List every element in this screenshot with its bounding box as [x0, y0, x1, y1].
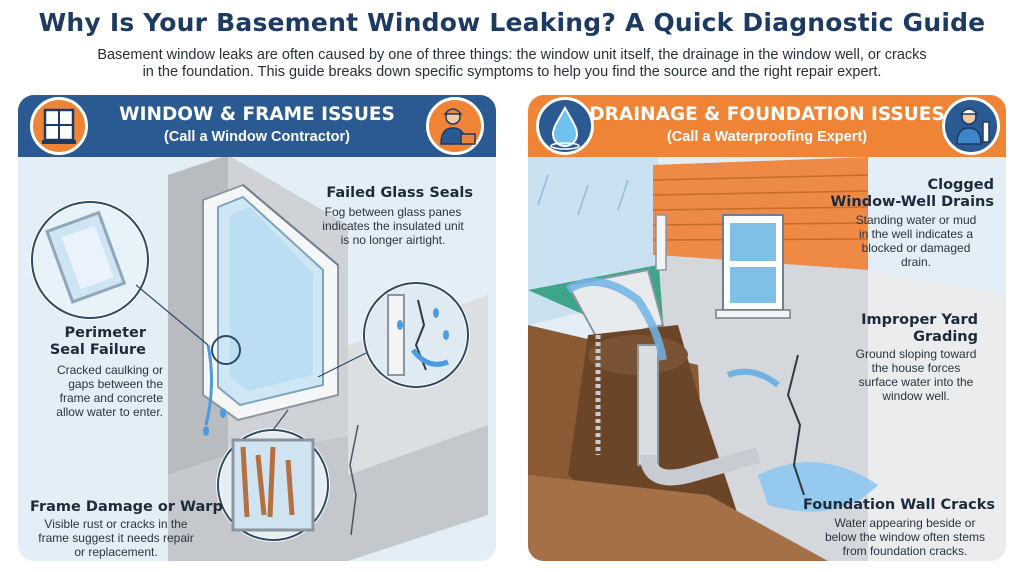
callout-body-line: surface water into the — [858, 375, 974, 389]
frame-damage-title: Frame Damage or Warp — [30, 499, 223, 515]
callout-title-line: Window-Well Drains — [830, 194, 994, 210]
foundation-cracks-title: Foundation Wall Cracks — [802, 497, 995, 513]
callout-body-line: frame and concrete — [59, 391, 163, 405]
yard-grading-body: Ground sloping toward the house forces s… — [846, 347, 986, 403]
callout-body-line: is no longer airtight. — [340, 233, 446, 247]
perimeter-seal-failure-title: Perimeter Seal Failure — [28, 325, 146, 359]
intro-line-1: Basement window leaks are often caused b… — [97, 47, 927, 63]
drainage-issues-banner: DRAINAGE & FOUNDATION ISSUES (Call a Wat… — [528, 95, 1006, 157]
callout-body-line: or replacement. — [74, 545, 158, 559]
callout-body-line: allow water to enter. — [56, 405, 163, 419]
callout-body-line: Water appearing beside or — [834, 516, 976, 530]
failed-glass-seals-body: Fog between glass panes indicates the in… — [318, 205, 468, 247]
window-well-cutaway-illustration — [528, 157, 1006, 561]
drainage-issues-subheading: (Call a Waterproofing Expert) — [666, 129, 868, 145]
callout-body-line: Cracked caulking or — [56, 363, 163, 377]
contractor-icon — [426, 97, 484, 155]
waterproofing-expert-icon — [942, 97, 1000, 155]
foundation-cracks-body: Water appearing beside or below the wind… — [814, 516, 996, 558]
callout-body-line: Standing water or mud — [855, 213, 977, 227]
callout-body-line: Ground sloping toward — [855, 347, 977, 361]
window-icon — [30, 97, 88, 155]
callout-title-line: Seal Failure — [49, 342, 146, 358]
callout-body-line: Visible rust or cracks in the — [44, 517, 188, 531]
intro-text: Basement window leaks are often caused b… — [60, 47, 964, 81]
frame-damage-body: Visible rust or cracks in the frame sugg… — [30, 517, 202, 559]
window-issues-subheading: (Call a Window Contractor) — [164, 129, 350, 145]
callout-body-line: window well. — [882, 389, 950, 403]
callout-body-line: in the well indicates a — [858, 227, 974, 241]
drainage-issues-heading: DRAINAGE & FOUNDATION ISSUES — [589, 104, 945, 125]
window-issues-heading: WINDOW & FRAME ISSUES — [119, 104, 395, 125]
page-title: Why Is Your Basement Window Leaking? A Q… — [38, 8, 986, 37]
failed-glass-seals-title: Failed Glass Seals — [326, 185, 473, 201]
callout-title-line: Clogged — [927, 177, 994, 193]
intro-line-2: in the foundation. This guide breaks dow… — [142, 64, 882, 80]
callout-body-line: blocked or damaged — [861, 241, 971, 255]
callout-title-line: Improper Yard — [861, 312, 978, 328]
callout-body-line: the house forces — [871, 361, 961, 375]
callout-body-line: Fog between glass panes — [324, 205, 462, 219]
yard-grading-title: Improper Yard Grading — [838, 312, 978, 346]
callout-body-line: from foundation cracks. — [842, 544, 968, 558]
window-frame-panel: WINDOW & FRAME ISSUES (Call a Window Con… — [18, 95, 496, 561]
drainage-foundation-panel: DRAINAGE & FOUNDATION ISSUES (Call a Wat… — [528, 95, 1006, 561]
callout-body-line: gaps between the — [68, 377, 163, 391]
callout-body-line: indicates the insulated unit — [322, 219, 464, 233]
window-issues-banner: WINDOW & FRAME ISSUES (Call a Window Con… — [18, 95, 496, 157]
callout-body-line: below the window often stems — [824, 530, 986, 544]
clogged-drains-title: Clogged Window-Well Drains — [798, 177, 994, 211]
clogged-drains-body: Standing water or mud in the well indica… — [846, 213, 986, 269]
perimeter-seal-failure-body: Cracked caulking or gaps between the fra… — [28, 363, 163, 419]
callout-body-line: frame suggest it needs repair — [38, 531, 194, 545]
callout-title-line: Grading — [913, 329, 978, 345]
water-drop-icon — [536, 97, 594, 155]
callout-title-line: Perimeter — [64, 325, 146, 341]
callout-body-line: drain. — [900, 255, 932, 269]
window-cutaway-illustration — [30, 155, 488, 561]
